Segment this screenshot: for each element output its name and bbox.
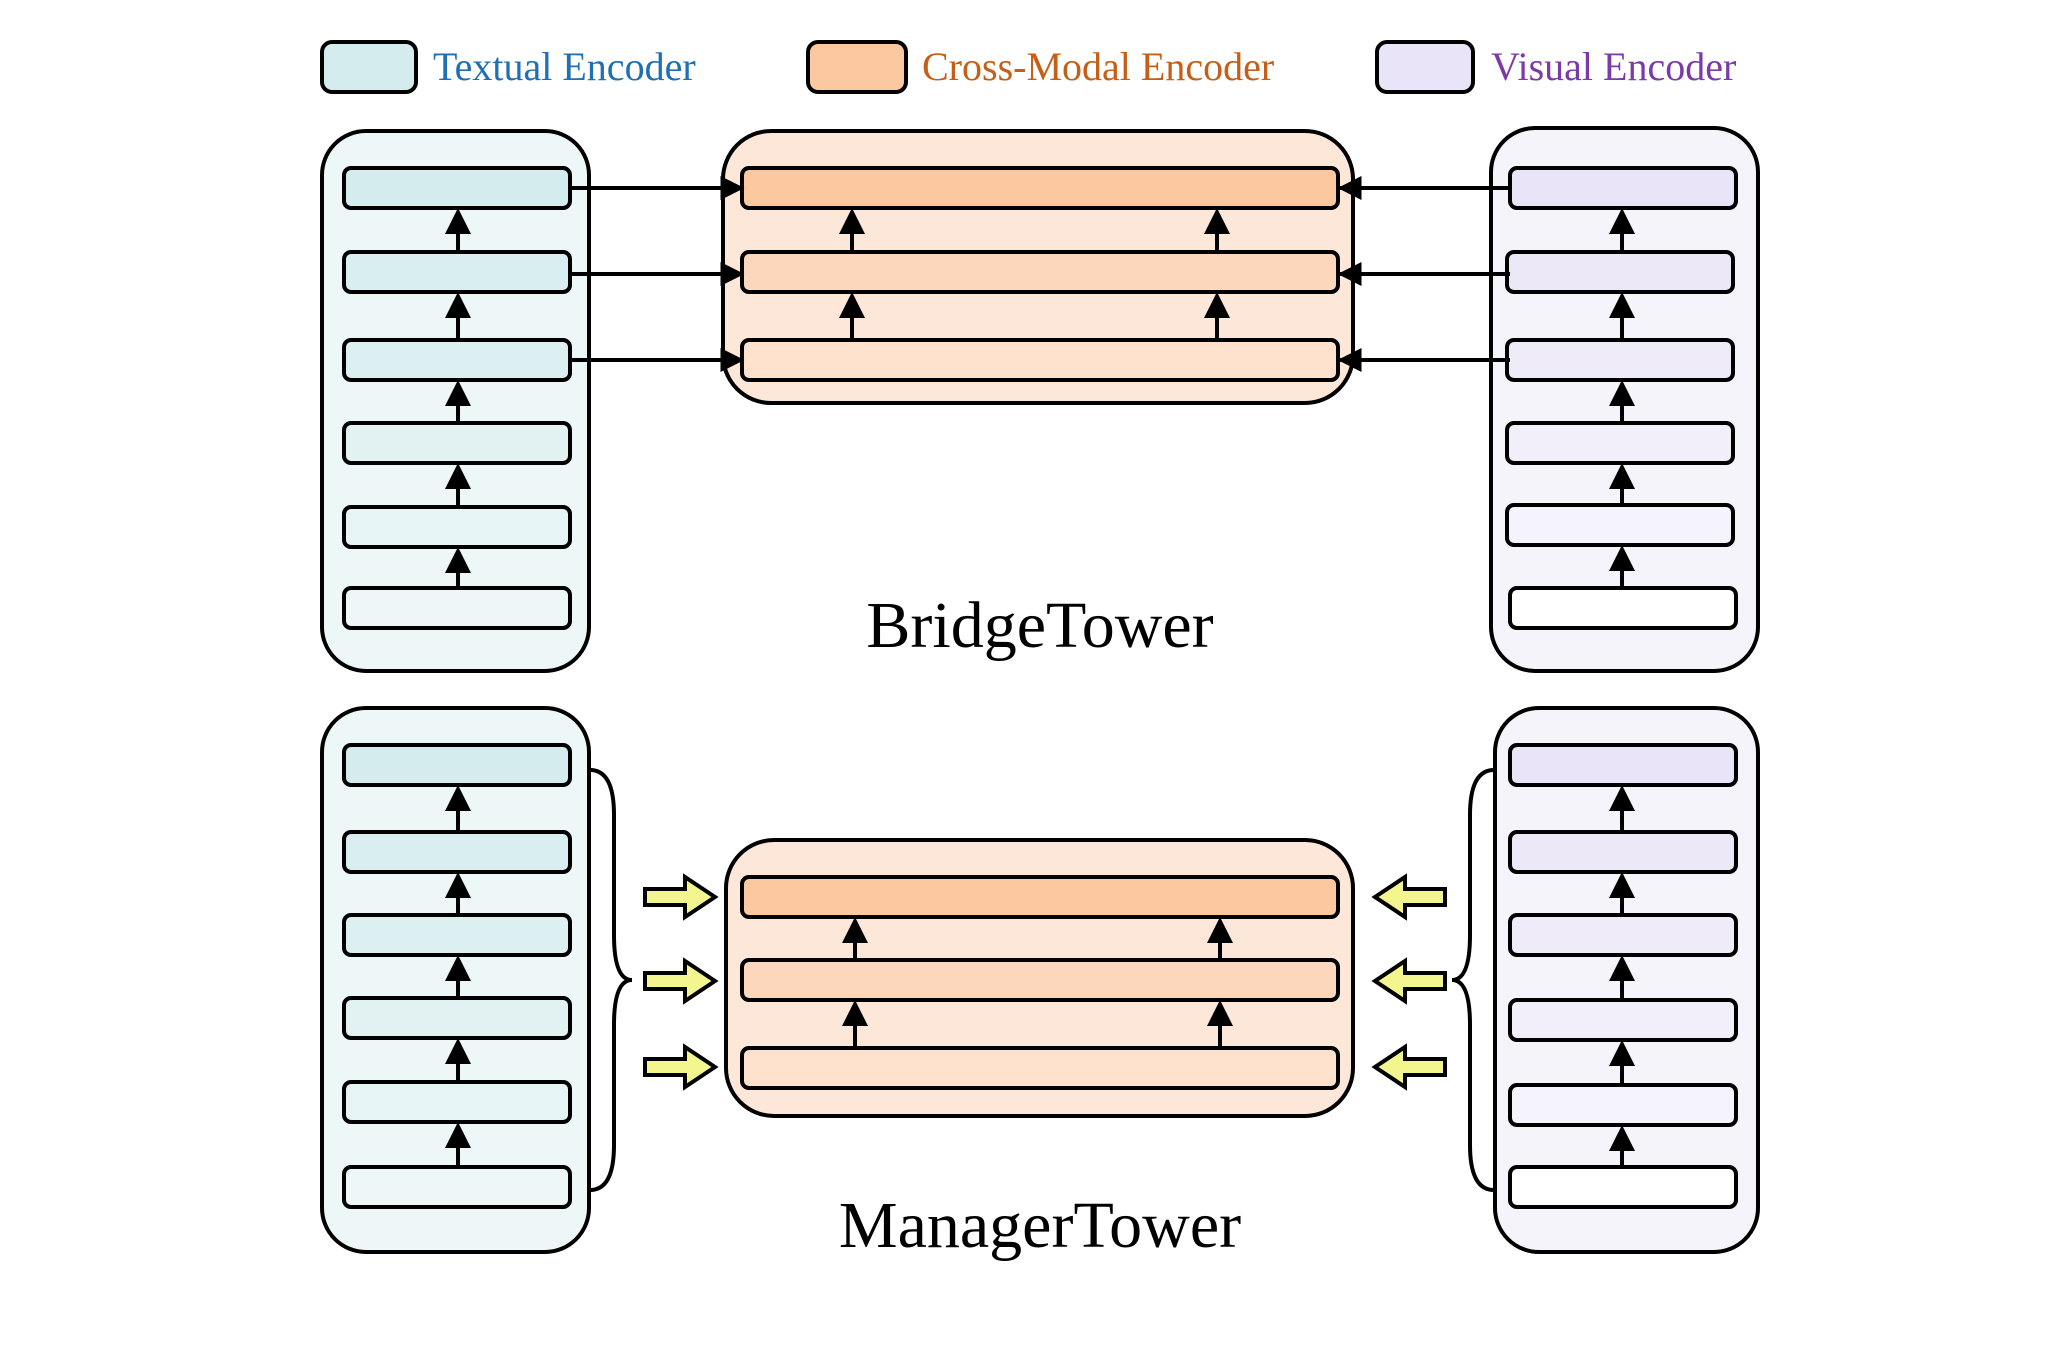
mt-visual-layer-5 [1508, 1083, 1738, 1127]
legend-textual-label: Textual Encoder [433, 44, 696, 89]
legend-cross-swatch [806, 40, 908, 94]
bt-textual-flow-arrow-4-head [445, 463, 471, 489]
mt-visual-layer-2 [1508, 830, 1738, 874]
bt-visual-flow-arrow-2-head [1609, 292, 1635, 318]
mt-cross-layer-3 [740, 1046, 1340, 1090]
bridgetower-diagram: BridgeTower [320, 126, 1760, 673]
legend-cross-label: Cross-Modal Encoder [922, 44, 1274, 89]
bt-cross-flow-arrow-1-1-head [839, 208, 865, 234]
mt-cross-layer-1 [740, 875, 1340, 919]
bt-textual-layer-5 [342, 505, 572, 549]
bt-textual-layer-1 [342, 166, 572, 210]
managertower-textual-encoder [320, 706, 591, 1254]
bt-visual-layer-1 [1508, 166, 1738, 210]
managertower-braces [589, 768, 1495, 1192]
legend-visual-swatch [1375, 40, 1475, 94]
bridgetower-caption: BridgeTower [866, 589, 1213, 662]
bt-textual-layer-2 [342, 250, 572, 294]
bt-visual-flow-arrow-4-head [1609, 463, 1635, 489]
mt-textual-manager-arrow-2 [643, 957, 719, 1005]
mt-cross-flow-arrow-2-2-head [1207, 1000, 1233, 1026]
mt-visual-layer-6 [1508, 1165, 1738, 1209]
mt-visual-manager-arrow-2 [1371, 957, 1447, 1005]
mt-textual-flow-arrow-1-head [445, 785, 471, 811]
managertower-visual-encoder [1493, 706, 1760, 1254]
mt-visual-layer-4 [1508, 998, 1738, 1042]
mt-cross-layer-2 [740, 958, 1340, 1002]
bt-cross-layer-1 [740, 166, 1340, 210]
mt-textual-flow-arrow-5-head [445, 1122, 471, 1148]
bridgetower-cross-modal-encoder [721, 129, 1355, 405]
mt-textual-manager-arrow-1 [643, 873, 719, 921]
bt-visual-flow-arrow-1-head [1609, 208, 1635, 234]
bt-textual-flow-arrow-2-head [445, 292, 471, 318]
mt-textual-manager-arrow-3 [643, 1043, 719, 1091]
bt-visual-flow-arrow-5-head [1609, 545, 1635, 571]
legend-textual-swatch [320, 40, 418, 94]
bt-textual-flow-arrow-1-head [445, 208, 471, 234]
bt-cross-layer-2 [740, 250, 1340, 294]
bt-cross-flow-arrow-2-2-head [1204, 292, 1230, 318]
mt-textual-layer-1 [342, 743, 572, 787]
bt-textual-layer-3 [342, 338, 572, 382]
mt-textual-layer-2 [342, 830, 572, 874]
managertower-caption: ManagerTower [839, 1189, 1241, 1262]
mt-visual-flow-arrow-5-head [1609, 1125, 1635, 1151]
mt-visual-layer-3 [1508, 913, 1738, 957]
bridgetower-textual-encoder [320, 129, 591, 673]
managertower-manager-arrows [643, 873, 1447, 1091]
mt-visual-manager-arrow-1 [1371, 873, 1447, 921]
bt-textual-flow-arrow-5-head [445, 547, 471, 573]
mt-visual-flow-arrow-1-head [1609, 785, 1635, 811]
bt-cross-flow-arrow-2-1-head [839, 292, 865, 318]
mt-cross-flow-arrow-1-1-head [842, 917, 868, 943]
bt-visual-layer-6 [1508, 586, 1738, 630]
managertower-diagram: ManagerTower [320, 706, 1760, 1262]
mt-cross-flow-arrow-2-1-head [842, 1000, 868, 1026]
bt-visual-layer-3 [1505, 338, 1735, 382]
mt-textual-brace [589, 768, 633, 1192]
bt-visual-layer-5 [1505, 503, 1735, 547]
bt-textual-layer-6 [342, 586, 572, 630]
bt-visual-layer-2 [1505, 250, 1735, 294]
bt-cross-flow-arrow-1-2-head [1204, 208, 1230, 234]
bt-visual-flow-arrow-3-head [1609, 380, 1635, 406]
mt-visual-flow-arrow-3-head [1609, 955, 1635, 981]
mt-textual-layer-6 [342, 1165, 572, 1209]
mt-textual-flow-arrow-2-head [445, 872, 471, 898]
bridgetower-visual-encoder [1489, 126, 1760, 673]
mt-cross-flow-arrow-1-2-head [1207, 917, 1233, 943]
mt-visual-flow-arrow-2-head [1609, 872, 1635, 898]
mt-visual-brace [1451, 768, 1495, 1192]
mt-textual-flow-arrow-3-head [445, 955, 471, 981]
legend-visual-label: Visual Encoder [1491, 44, 1736, 89]
bt-visual-layer-4 [1505, 421, 1735, 465]
mt-textual-layer-3 [342, 913, 572, 957]
bt-textual-flow-arrow-3-head [445, 380, 471, 406]
bridgetower-bridge-arrows [570, 176, 1510, 372]
mt-visual-flow-arrow-4-head [1609, 1040, 1635, 1066]
mt-visual-layer-1 [1508, 743, 1738, 787]
bt-textual-layer-4 [342, 421, 572, 465]
legend: Textual Encoder Cross-Modal Encoder Visu… [320, 40, 1736, 94]
mt-textual-flow-arrow-4-head [445, 1038, 471, 1064]
bt-cross-layer-3 [740, 338, 1340, 382]
managertower-cross-modal-encoder [724, 838, 1355, 1118]
mt-textual-layer-5 [342, 1080, 572, 1124]
mt-textual-layer-4 [342, 996, 572, 1040]
mt-visual-manager-arrow-3 [1371, 1043, 1447, 1091]
